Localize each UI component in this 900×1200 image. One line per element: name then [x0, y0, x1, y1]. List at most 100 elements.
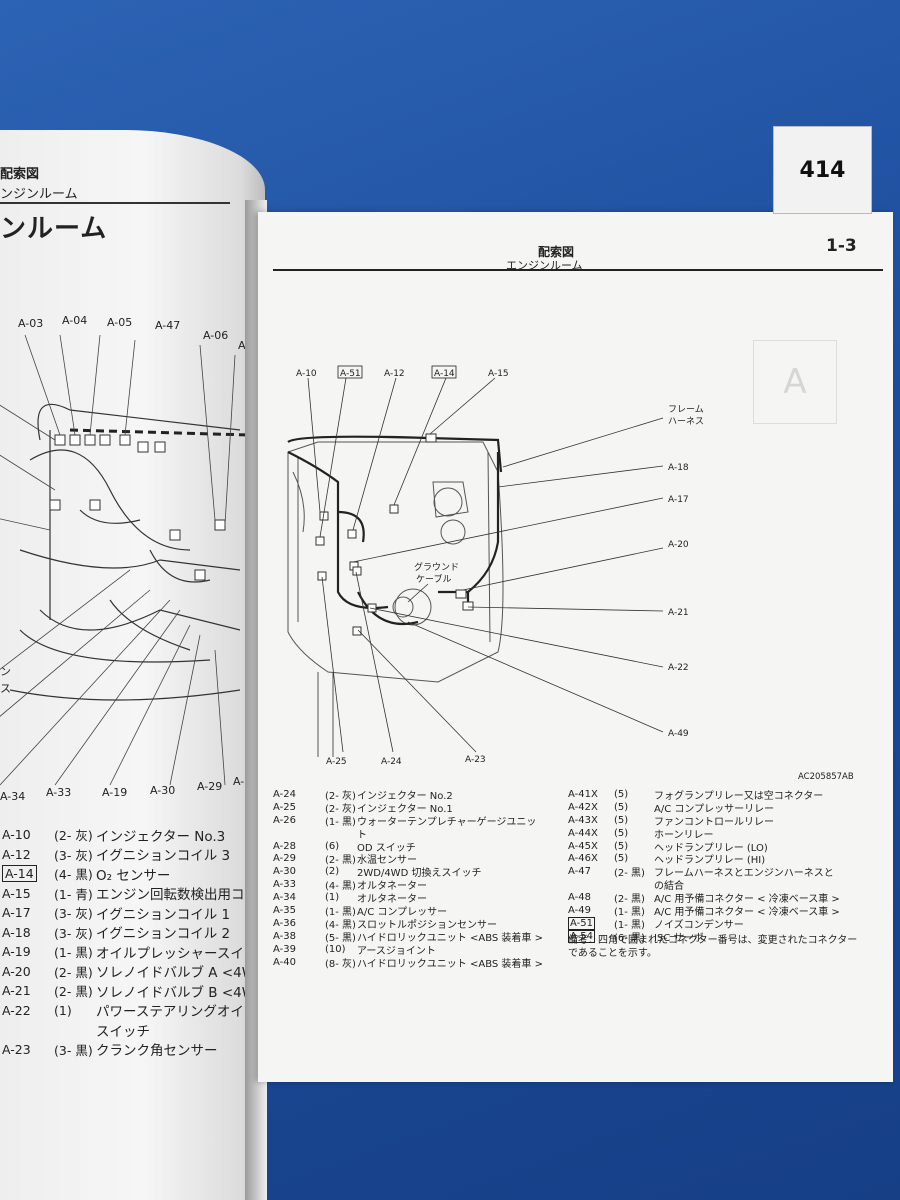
wiring-diagram: A-10 A-51 A-12 A-14 A-15 フレーム ハーネス A-18 …: [287, 365, 704, 767]
connector-code: A-30: [273, 866, 296, 878]
connector-spec: (5): [614, 853, 629, 865]
connector-row: A-22(1)パワーステアリングオイルプレッシャー: [2, 1001, 265, 1021]
connector-code: A-15: [2, 885, 31, 901]
connector-name: A/C 用予備コネクター < 冷凍ベース車 >: [654, 894, 840, 906]
connector-name: ホーンリレー: [654, 829, 714, 841]
label-a49: A-49: [668, 729, 689, 739]
connector-code: A-36: [273, 917, 296, 929]
label-a51: A-51: [340, 369, 361, 379]
connector-row: A-17 (3- 灰)イグニションコイル 1: [2, 903, 265, 923]
connector-code: A-10: [2, 827, 31, 843]
connector-spec: (3- 灰): [54, 906, 93, 922]
connector-spec: (5): [614, 840, 629, 852]
connector-code: A-23: [2, 1041, 31, 1057]
left-label-a33: A-33: [46, 786, 71, 799]
connector-name: ファンコントロールリレー: [654, 816, 774, 828]
page-header-rule: [273, 269, 883, 271]
connector-row: A-41X(5)フォグランプリレー又は空コネクター: [568, 788, 840, 802]
connector-row: A-45X(5)ヘッドランプリレー (LO): [568, 840, 840, 854]
connector-code: A-17: [2, 905, 31, 921]
connector-spec: (2- 黒): [54, 984, 93, 1000]
label-a23: A-23: [465, 755, 486, 765]
connector-row: A-38(5- 黒)ハイドロリックユニット <ABS 装着車 >: [273, 930, 543, 944]
connector-spec: (2- 灰): [54, 828, 93, 844]
label-a12: A-12: [384, 369, 405, 379]
left-label-a03: A-03: [18, 317, 43, 330]
right-page: 配索図 エンジンルーム 1-3 A: [258, 212, 893, 1082]
connector-code: A-24: [273, 788, 296, 800]
connector-name: ソレノイドバルブ A <4WD>: [96, 965, 265, 982]
left-label-side-2: ス: [0, 682, 11, 695]
connector-spec: (1- 青): [54, 886, 93, 902]
connector-name: OD スイッチ: [357, 842, 416, 854]
connector-code: A-39: [273, 943, 296, 955]
connector-code: A-28: [273, 840, 296, 852]
connector-name: の結合: [654, 881, 684, 893]
connector-code: A-48: [568, 892, 591, 904]
connector-code: A-44X: [568, 827, 598, 839]
connector-code: A-46X: [568, 853, 598, 865]
connector-code: A-47: [568, 866, 591, 878]
label-a10: A-10: [296, 369, 317, 379]
connector-row: A-33(4- 黒)オルタネーター: [273, 878, 543, 892]
connector-code: A-14: [2, 865, 54, 883]
connector-row: A-14(4- 黒)O₂ センサー: [2, 864, 265, 884]
left-header-1: 配索図: [0, 167, 40, 182]
connector-code: A-20: [2, 963, 31, 979]
left-label-a05: A-05: [107, 316, 132, 329]
connector-code: A-12: [2, 846, 31, 862]
connector-code: A-49: [568, 904, 591, 916]
left-label-a04: A-04: [62, 314, 87, 327]
connector-name: アースジョイント: [357, 945, 436, 957]
page-number: 1-3: [826, 236, 857, 256]
connector-name: ハイドロリックユニット <ABS 装着車 >: [357, 932, 543, 944]
connector-name: インジェクター No.2: [357, 790, 453, 802]
connector-spec: (1- 黒): [325, 816, 356, 828]
connector-spec: (5): [614, 788, 629, 800]
connector-name: スロットルポジションセンサー: [357, 919, 497, 931]
connector-row: A-43X(5)ファンコントロールリレー: [568, 814, 840, 828]
connector-row: A-34(1)オルタネーター: [273, 891, 543, 905]
connector-name: エンジン回転数検出用コネクター: [96, 887, 265, 904]
connector-spec: (10): [325, 943, 346, 955]
connector-spec: (5- 黒): [325, 932, 356, 944]
connector-spec: (1- 黒): [325, 906, 356, 918]
connector-row: A-54(6- 黒)ISC サーボ: [568, 929, 840, 944]
connector-code: A-41X: [568, 788, 598, 800]
connector-spec: (1- 黒): [54, 945, 93, 961]
connector-spec: (4- 黒): [54, 867, 93, 883]
connector-row: A-23(3- 黒)クランク角センサー: [2, 1040, 265, 1060]
connector-spec: (1): [325, 892, 340, 904]
connector-code: A-34: [273, 892, 296, 904]
connector-row: A-21(2- 黒)ソレノイドバルブ B <4WD>: [2, 981, 265, 1001]
connector-spec: (2- 黒): [614, 894, 645, 906]
left-label-a30: A-30: [150, 784, 175, 797]
connector-spec: (4- 黒): [325, 919, 356, 931]
remark-note: 備考：四角で囲まれたコネクター番号は、変更されたコネクターであることを示す。: [568, 935, 858, 959]
connector-row: A-30(2)2WD/4WD 切換えスイッチ: [273, 865, 543, 880]
document-id: AC205857AB: [798, 772, 854, 782]
connector-name: 2WD/4WD 切換えスイッチ: [357, 868, 482, 880]
left-label-a47: A-47: [155, 319, 180, 332]
label-a24: A-24: [381, 757, 402, 767]
connector-name: インジェクター No.3: [96, 828, 226, 845]
connector-name: O₂ センサー: [96, 867, 171, 884]
connector-row: A-47(2- 黒)フレームハーネスとエンジンハーネスと: [568, 865, 840, 880]
connector-name: ト: [357, 829, 367, 841]
connector-code: A-43X: [568, 814, 598, 826]
left-header-2: ンジンルーム: [0, 187, 78, 202]
connector-name: ISC サーボ: [654, 932, 704, 944]
connector-name: イグニションコイル 1: [96, 906, 231, 923]
connector-name: スイッチ: [96, 1023, 150, 1040]
connector-row: A-24(2- 灰)インジェクター No.2: [273, 788, 543, 802]
connector-spec: (2- 黒): [614, 868, 645, 880]
connector-code: A-40: [273, 956, 296, 968]
connector-row: A-20(2- 黒)ソレノイドバルブ A <4WD>: [2, 962, 265, 982]
left-label-side-1: ン: [0, 665, 11, 678]
connector-row: A-28(6)OD スイッチ: [273, 840, 543, 854]
connector-spec: (5): [614, 801, 629, 813]
left-label-a29: A-29: [197, 780, 222, 793]
connector-row: A-12(3- 灰)イグニションコイル 3: [2, 845, 265, 865]
